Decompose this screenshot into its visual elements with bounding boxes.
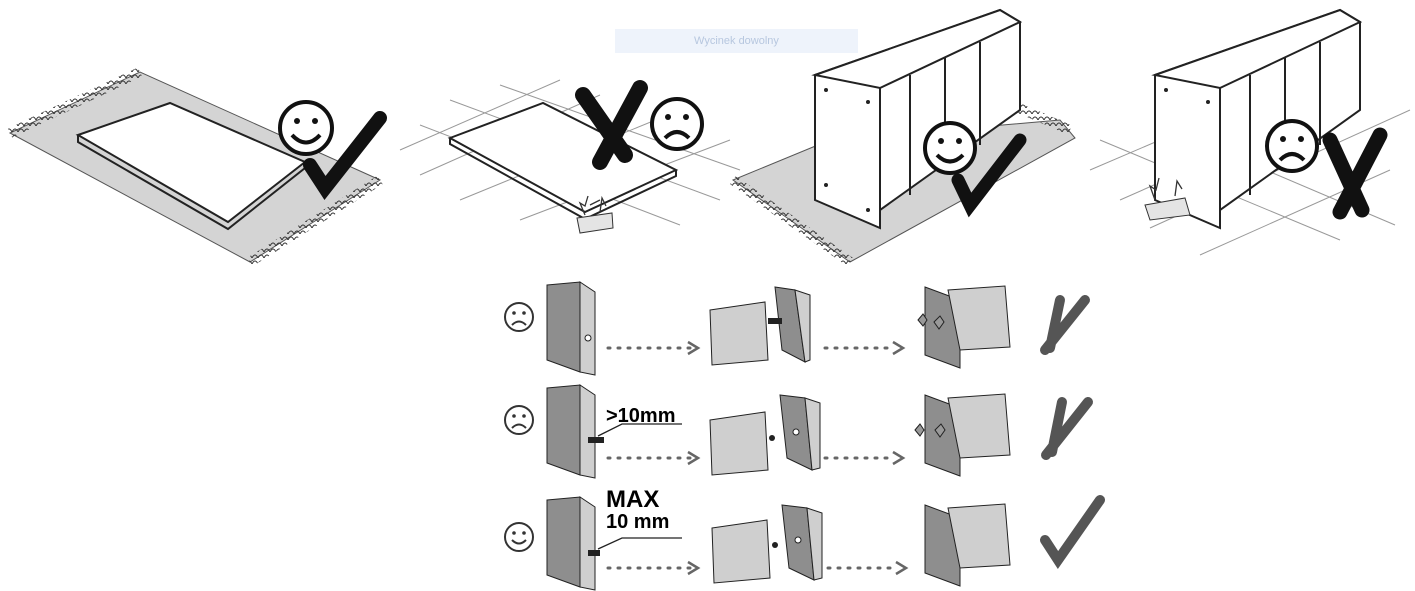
frowny-face-icon <box>1265 119 1319 173</box>
check-mark-icon <box>303 111 387 201</box>
frowny-face-icon <box>650 97 704 151</box>
cross-mark-icon <box>575 80 648 170</box>
dowel-length-too-long-label: >10mm <box>606 405 676 427</box>
smiley-face-icon <box>278 100 334 156</box>
panel-board-on-rug <box>7 67 387 267</box>
cross-mark-icon <box>1040 295 1090 355</box>
check-mark-icon <box>951 133 1027 218</box>
check-mark-icon <box>1040 495 1105 569</box>
dowel-max-label: MAX <box>606 486 660 513</box>
dowel-max-length-label: 10 mm <box>606 511 670 533</box>
smiley-face-icon <box>923 121 977 175</box>
panel-cabinet-on-floor <box>1089 8 1411 256</box>
cross-mark-icon <box>1041 397 1093 460</box>
dowel-row-no-dowel <box>504 281 1090 376</box>
cross-mark-icon <box>1322 127 1388 220</box>
frowny-face-icon <box>504 302 534 332</box>
snip-tooltip: Wycinek dowolny <box>615 29 858 53</box>
dowel-row-correct <box>504 495 1105 591</box>
panel-cabinet-on-rug <box>730 8 1076 267</box>
panel-board-on-floor <box>399 79 741 234</box>
smiley-face-icon <box>504 522 534 552</box>
frowny-face-icon <box>504 405 534 435</box>
dowel-row-too-long <box>504 384 1093 479</box>
